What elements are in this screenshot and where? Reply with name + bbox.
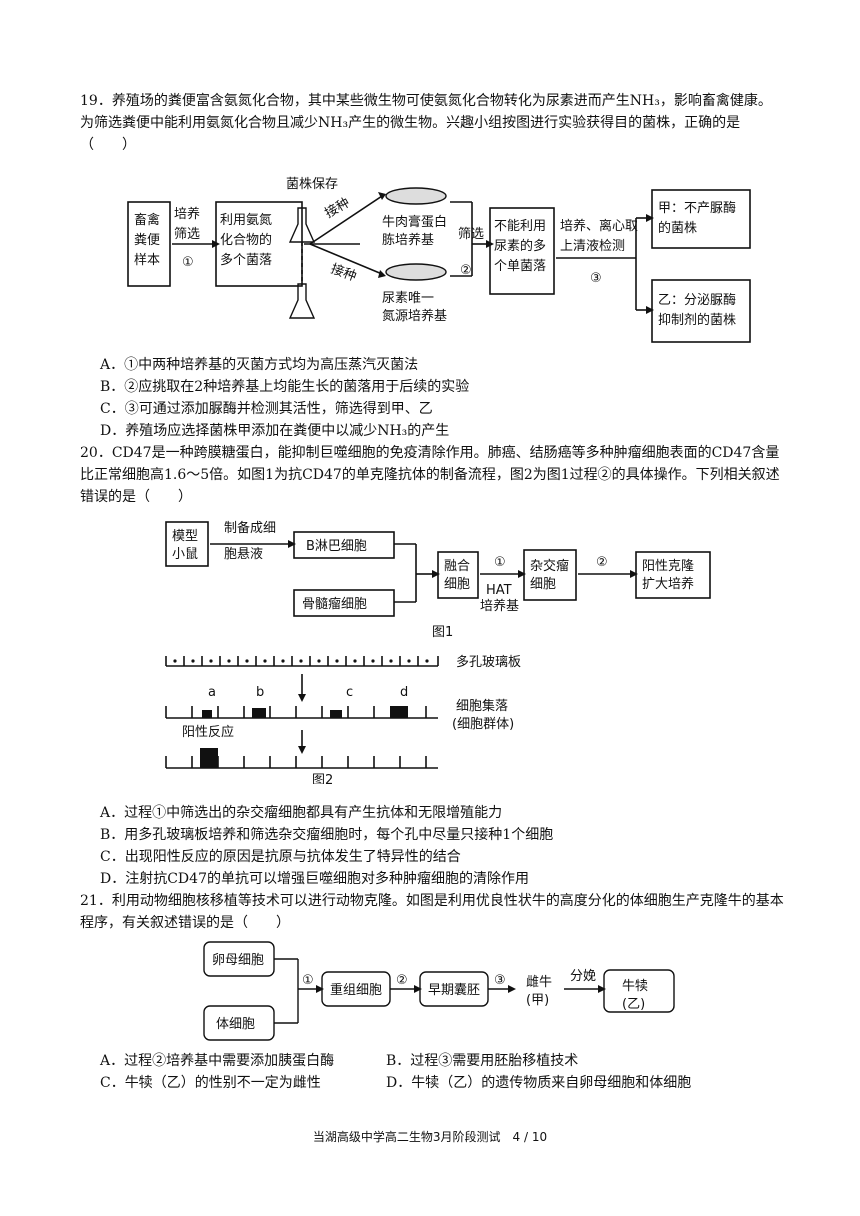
label: ③ [494, 973, 506, 988]
label: 早期囊胚 [428, 982, 480, 998]
label: 乙：分泌脲酶 [658, 292, 736, 308]
colony-a [202, 710, 212, 718]
label: (细胞群体) [452, 717, 514, 732]
label: B淋巴细胞 [306, 539, 367, 554]
label: ② [396, 973, 408, 988]
label: 尿素的多 [494, 238, 546, 254]
label: ① [494, 555, 506, 570]
label: 多个菌落 [220, 252, 272, 268]
q19-diagram: 畜禽 粪便 样本 培养 筛选 ① 利用氨氮 化合物的 多个菌落 菌株保存 接种 … [127, 177, 751, 343]
label: 体细胞 [216, 1017, 255, 1032]
well-label: b [256, 685, 264, 700]
label: ② [460, 263, 472, 278]
label: 个单菌落 [494, 259, 546, 274]
label: 小鼠 [172, 547, 198, 562]
label: 化合物的 [220, 232, 272, 248]
label: 氮源培养基 [382, 308, 447, 324]
positive-colony [200, 748, 218, 768]
label: 不能利用 [494, 219, 546, 234]
label: 雌牛 [526, 974, 552, 990]
label: 粪便 [134, 233, 160, 248]
label: 杂交瘤 [530, 558, 569, 574]
label: 筛选 [458, 227, 484, 242]
label: 筛选 [174, 227, 200, 242]
label: 阳性反应 [182, 724, 234, 740]
label: ② [596, 555, 608, 570]
label: 骨髓瘤细胞 [302, 596, 367, 612]
label: 模型 [172, 529, 198, 544]
label: 接种 [329, 261, 359, 285]
label: ③ [590, 271, 602, 286]
label: 畜禽 [134, 212, 160, 228]
label: 分娩 [570, 969, 596, 984]
label: 的菌株 [658, 220, 697, 236]
label: 样本 [134, 253, 160, 268]
label: (乙) [622, 997, 645, 1012]
label: 融合 [444, 559, 470, 574]
label: 牛肉膏蛋白 [382, 214, 447, 230]
flask-icon [288, 207, 316, 319]
q19-option-d: D．养殖场应选择菌株甲添加在粪便中以减少NH₃的产生 [100, 423, 450, 439]
petri-dish-icon [385, 187, 447, 205]
q20-figure-2: 多孔玻璃板 a b c d 细胞集落 (细胞群体) 阳性反应 图2 [165, 654, 521, 784]
label: ① [182, 255, 194, 270]
q20-option-c: C．出现阳性反应的原因是抗原与抗体发生了特异性的结合 [100, 849, 461, 865]
label: 培养基 [480, 598, 519, 614]
label: 抑制剂的菌株 [658, 312, 736, 328]
label: 菌株保存 [286, 177, 338, 192]
q19-option-c: C．③可通过添加脲酶并检测其活性，筛选得到甲、乙 [100, 401, 433, 417]
figure-caption: 图1 [432, 625, 453, 638]
label: ① [302, 973, 314, 988]
q21-diagram: 卵母细胞 体细胞 ① 重组细胞 ② 早期囊胚 ③ 雌牛 (甲) 分娩 牛犊 (乙… [203, 941, 675, 1041]
q21-option-d: D．牛犊（乙）的遗传物质来自卵母细胞和体细胞 [386, 1075, 692, 1091]
q20-option-a: A．过程①中筛选出的杂交瘤细胞都具有产生抗体和无限增殖能力 [100, 805, 503, 821]
petri-dish-icon [385, 263, 447, 281]
figure-caption: 图2 [312, 773, 333, 784]
label: 胨培养基 [382, 232, 434, 248]
q19-option-a: A．①中两种培养基的灭菌方式均为高压蒸汽灭菌法 [100, 357, 419, 373]
label: 胞悬液 [224, 547, 263, 562]
colony-b [252, 708, 266, 718]
well-label: a [208, 685, 216, 700]
well-label: c [346, 685, 353, 700]
label: 利用氨氮 [220, 213, 272, 228]
label: 甲：不产脲酶 [658, 200, 736, 216]
sample-box [127, 201, 171, 287]
label: 多孔玻璃板 [456, 654, 521, 670]
page-footer: 当湖高级中学高二生物3月阶段测试 4 / 10 [312, 1130, 548, 1144]
label: 细胞集落 [456, 698, 508, 714]
question-19-stem: 19．养殖场的粪便富含氨氮化合物，其中某些微生物可使氨氮化合物转化为尿素进而产生… [80, 93, 772, 153]
well-label: d [400, 685, 408, 700]
label: 尿素唯一 [382, 291, 434, 306]
strain-jia-box [651, 189, 751, 249]
label: 阳性克隆 [642, 559, 694, 574]
q21-option-a: A．过程②培养基中需要添加胰蛋白酶 [100, 1053, 335, 1069]
label: HAT [486, 583, 512, 598]
label: 培养 [174, 206, 200, 222]
colony-c [330, 710, 342, 718]
strain-yi-box [651, 279, 751, 343]
label: 接种 [322, 195, 353, 222]
label: 重组细胞 [330, 982, 382, 998]
label: 制备成细 [224, 520, 276, 536]
single-colony-box [489, 207, 555, 295]
question-20-stem: 20．CD47是一种跨膜糖蛋白，能抑制巨噬细胞的免疫清除作用。肺癌、结肠癌等多种… [80, 445, 780, 505]
question-21-stem: 21．利用动物细胞核移植等技术可以进行动物克隆。如图是利用优良性状牛的高度分化的… [80, 893, 784, 931]
label: (甲) [526, 993, 549, 1008]
q20-option-b: B．用多孔玻璃板培养和筛选杂交瘤细胞时，每个孔中尽量只接种1个细胞 [100, 827, 554, 843]
label: 牛犊 [622, 979, 648, 994]
label: 扩大培养 [642, 576, 694, 592]
q20-figure-1: 模型 小鼠 制备成细 胞悬液 B淋巴细胞 骨髓瘤细胞 融合 细胞 ① HAT 培… [165, 520, 711, 638]
q19-option-b: B．②应挑取在2种培养基上均能生长的菌落用于后续的实验 [100, 379, 470, 395]
q21-option-c: C．牛犊（乙）的性别不一定为雌性 [100, 1075, 321, 1091]
label: 细胞 [530, 577, 556, 592]
q20-option-d: D．注射抗CD47的单抗可以增强巨噬细胞对多种肿瘤细胞的清除作用 [100, 871, 529, 887]
label: 培养、离心取 [560, 218, 638, 234]
label: 上清液检测 [560, 239, 625, 254]
q21-option-b: B．过程③需要用胚胎移植技术 [386, 1053, 579, 1069]
colony-d [390, 706, 408, 718]
label: 卵母细胞 [212, 953, 264, 968]
label: 细胞 [444, 577, 470, 592]
